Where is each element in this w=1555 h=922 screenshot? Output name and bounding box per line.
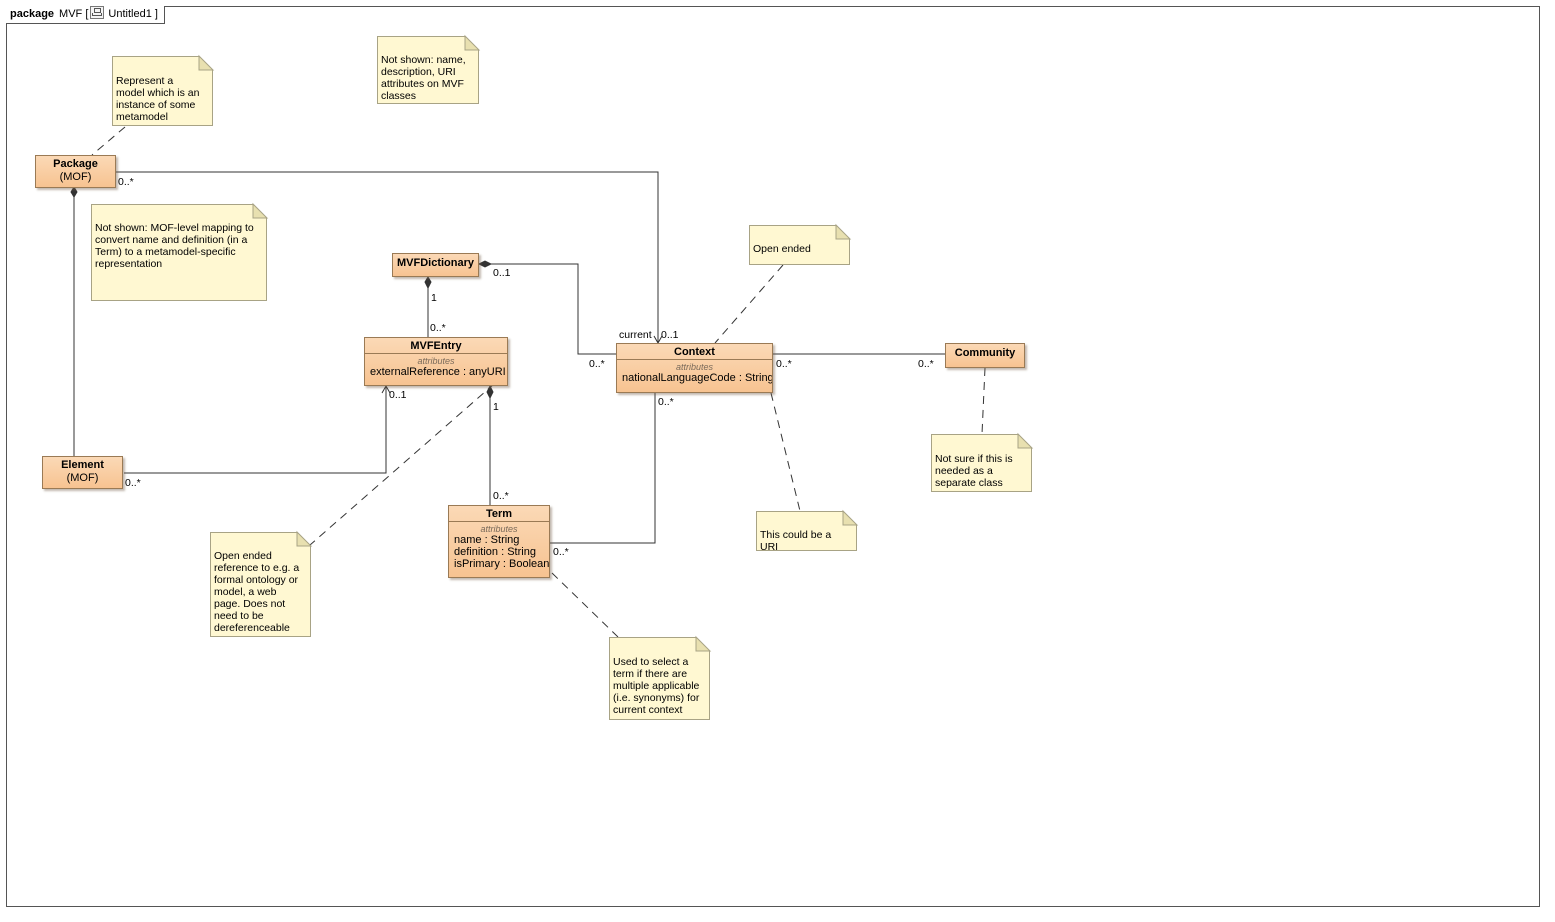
note-uri[interactable]: This could be a URI (756, 511, 857, 551)
association-package-context[interactable] (116, 171, 659, 343)
anchor-package-note (91, 126, 126, 156)
class-mvfentry-attributes-caption: attributes (417, 356, 455, 366)
note-uri-text: This could be a URI (760, 529, 832, 553)
note-not-shown-uri[interactable]: Not shown: name, description, URI attrib… (377, 36, 479, 104)
mult-entry-element: 0..1 (389, 389, 407, 401)
mult-term-context: 0..* (553, 546, 569, 558)
mult-element-entry: 0..* (125, 477, 141, 489)
class-term-attribute-definition: definition : String (454, 546, 536, 558)
mult-context-term: 0..* (658, 396, 674, 408)
note-package-text: Represent a model which is an instance o… (116, 75, 200, 123)
mult-dictionary-context: 0..1 (493, 267, 511, 279)
anchor-community-note (981, 367, 986, 435)
frame-package-name: MVF (59, 8, 83, 20)
mult-entry-term-one: 1 (493, 401, 499, 413)
anchor-reference-note (309, 383, 495, 546)
class-element-stereotype: (MOF) (66, 472, 99, 484)
diamond-dictionary-right (477, 260, 493, 268)
arrowhead-entry (381, 384, 391, 394)
note-open-ended[interactable]: Open ended (749, 225, 850, 265)
class-mvfentry[interactable]: MVFEntry attributes externalReference : … (364, 337, 508, 386)
class-term-attributes-caption: attributes (480, 524, 518, 534)
mult-package-context: 0..* (118, 176, 134, 188)
diamond-package (70, 186, 78, 198)
class-mvfentry-attribute: externalReference : anyURI (370, 366, 506, 378)
class-element-name: Element (61, 459, 104, 471)
class-context[interactable]: Context attributes nationalLanguageCode … (616, 343, 773, 393)
class-package-name: Package (53, 158, 98, 170)
diagram-frame (6, 6, 1540, 907)
class-context-attribute: nationalLanguageCode : String (622, 372, 772, 384)
diamond-dictionary-bottom (424, 276, 432, 290)
class-package-stereotype: (MOF) (59, 171, 92, 183)
class-term-attribute-isprimary: isPrimary : Boolean (454, 558, 549, 570)
mult-context-current: 0..1 (661, 329, 679, 341)
class-mvfdictionary-name: MVFDictionary (396, 257, 474, 269)
mult-term-entry: 0..* (493, 490, 509, 502)
class-community-name: Community (954, 347, 1016, 359)
frame-keyword: package (10, 8, 55, 20)
anchor-open-ended (714, 264, 784, 344)
mult-context-community: 0..* (776, 358, 792, 370)
anchor-uri-note (770, 392, 801, 512)
anchor-primary-note (551, 572, 619, 638)
note-reference[interactable]: Open ended reference to e.g. a formal on… (210, 532, 311, 637)
note-primary[interactable]: Used to select a term if there are multi… (609, 637, 710, 720)
class-context-name: Context (674, 346, 715, 358)
note-not-shown-mof-text: Not shown: MOF-level mapping to convert … (95, 222, 254, 270)
class-term-name: Term (485, 508, 513, 520)
note-reference-text: Open ended reference to e.g. a formal on… (214, 550, 300, 634)
class-mvfentry-name: MVFEntry (410, 340, 462, 352)
association-element-entry[interactable] (124, 386, 387, 474)
association-context-term[interactable] (550, 393, 656, 544)
class-term-attribute-name: name : String (454, 534, 520, 546)
mult-dictionary-entry-one: 1 (431, 292, 437, 304)
mult-dictionary-entry-many: 0..* (430, 322, 446, 334)
note-not-shown-mof[interactable]: Not shown: MOF-level mapping to convert … (91, 204, 267, 301)
mult-community-context: 0..* (918, 358, 934, 370)
role-context-current: current (619, 329, 652, 341)
class-element[interactable]: Element (MOF) (42, 456, 123, 489)
frame-diagram-name: Untitled1 (108, 8, 152, 20)
note-community-text: Not sure if this is needed as a separate… (935, 453, 1013, 489)
class-context-attributes-caption: attributes (675, 362, 714, 372)
class-term[interactable]: Term attributes name : String definition… (448, 505, 550, 578)
note-open-ended-text: Open ended (753, 243, 811, 255)
class-mvfdictionary[interactable]: MVFDictionary (392, 253, 479, 277)
note-primary-text: Used to select a term if there are multi… (613, 656, 700, 716)
note-not-shown-uri-text: Not shown: name, description, URI attrib… (381, 54, 466, 102)
association-dictionary-context[interactable] (490, 263, 616, 355)
class-package[interactable]: Package (MOF) (35, 155, 116, 188)
class-diagram-icon (90, 6, 105, 19)
class-community[interactable]: Community (945, 343, 1025, 368)
mult-context-dictionary: 0..* (589, 358, 605, 370)
note-community[interactable]: Not sure if this is needed as a separate… (931, 434, 1032, 492)
note-package[interactable]: Represent a model which is an instance o… (112, 56, 213, 126)
